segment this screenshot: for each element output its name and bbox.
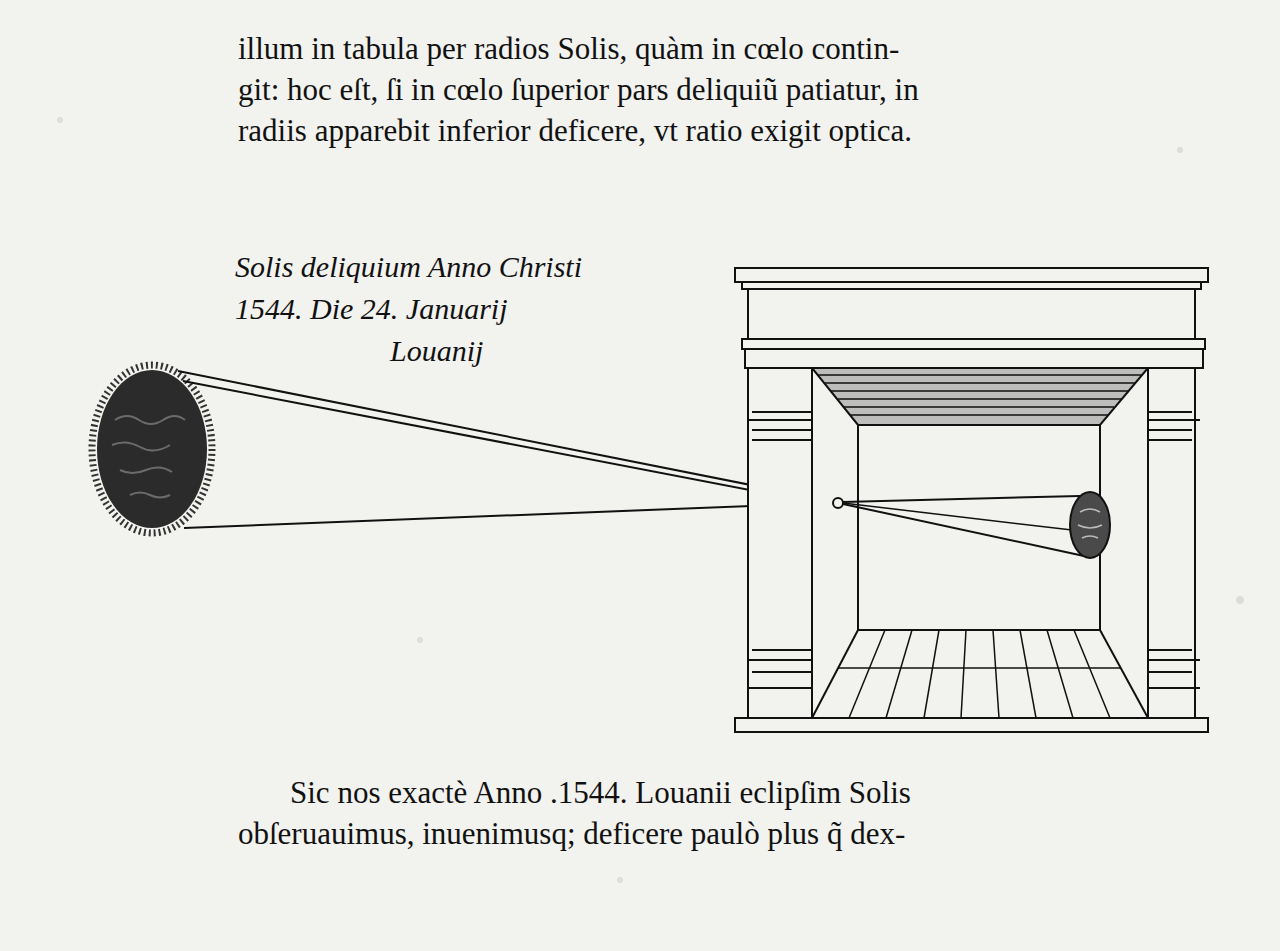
line-indent xyxy=(235,360,390,361)
capital-line xyxy=(752,429,812,431)
tile-line xyxy=(849,630,885,718)
base-line xyxy=(1148,659,1200,661)
architrave xyxy=(742,339,1205,349)
base-line xyxy=(748,659,812,661)
base-line xyxy=(748,687,812,689)
inner-ray xyxy=(843,496,1080,502)
capital-line xyxy=(752,411,812,413)
left-pillar xyxy=(748,368,812,718)
sun-disc xyxy=(97,370,207,528)
capital-line xyxy=(1148,411,1192,413)
tile-line xyxy=(924,630,939,718)
sun-scribble xyxy=(112,416,185,498)
inner-ray xyxy=(843,504,1084,556)
printed-paragraph: Sic nos exactè Anno .1544. Louanii eclip… xyxy=(238,772,911,854)
ceiling-hatch xyxy=(818,375,1142,415)
capital-line xyxy=(1148,419,1200,421)
tile-line xyxy=(961,630,966,718)
capital-line xyxy=(748,419,812,421)
page-specks xyxy=(57,117,1244,883)
cornice-molding xyxy=(742,282,1201,289)
aperture xyxy=(833,498,843,508)
speck xyxy=(1177,147,1183,153)
speck xyxy=(1236,596,1244,604)
inner-ray xyxy=(843,503,1072,530)
base-line xyxy=(1148,649,1192,651)
architrave-band xyxy=(745,349,1203,368)
tile-line xyxy=(1047,630,1073,718)
tile-line xyxy=(993,630,999,718)
printed-paragraph: illum in tabula per radios Solis, quàm i… xyxy=(238,28,919,151)
chamber-opening xyxy=(812,368,1148,718)
ray xyxy=(184,505,776,528)
back-wall xyxy=(858,425,1100,630)
sun-rays xyxy=(92,365,212,533)
text-block-holder: Solis deliquium Anno Christi 1544. Die 2… xyxy=(235,246,582,372)
tile-line xyxy=(886,630,912,718)
tile-line xyxy=(1074,630,1110,718)
ceiling xyxy=(812,368,1148,425)
line-indent xyxy=(238,802,290,803)
image-scribble xyxy=(1078,509,1102,538)
base-line xyxy=(1148,671,1192,673)
frieze xyxy=(748,289,1195,339)
text-block-holder: Sic nos exactè Anno .1544. Louanii eclip… xyxy=(238,772,911,854)
dark-chamber xyxy=(735,268,1208,732)
projected-sun xyxy=(1070,492,1110,558)
base-slab xyxy=(735,718,1208,732)
hatch-line xyxy=(838,398,1121,400)
speck xyxy=(57,117,63,123)
cornice xyxy=(735,268,1208,282)
base-line xyxy=(752,649,812,651)
hatch-line xyxy=(825,382,1135,384)
capital-line xyxy=(1148,429,1192,431)
text-block-holder: illum in tabula per radios Solis, quàm i… xyxy=(238,28,919,151)
base-line xyxy=(1148,687,1200,689)
speck xyxy=(617,877,623,883)
hatch-line xyxy=(844,406,1114,408)
wall-edge xyxy=(812,630,858,718)
ray xyxy=(178,371,776,490)
hatch-line xyxy=(831,390,1128,392)
base-line xyxy=(752,671,812,673)
hatch-line xyxy=(818,374,1142,376)
hatch-line xyxy=(850,414,1108,416)
wall-edge xyxy=(1100,630,1148,718)
light-rays xyxy=(178,371,776,528)
tile-line xyxy=(1020,630,1036,718)
ray xyxy=(183,381,776,495)
eclipsed-sun xyxy=(92,365,212,533)
handwritten-caption: Solis deliquium Anno Christi 1544. Die 2… xyxy=(235,246,582,372)
speck xyxy=(417,637,423,643)
floor-tiles xyxy=(838,630,1120,718)
capital-line xyxy=(752,439,812,441)
capital-line xyxy=(1148,439,1192,441)
tile-line xyxy=(838,667,1120,669)
